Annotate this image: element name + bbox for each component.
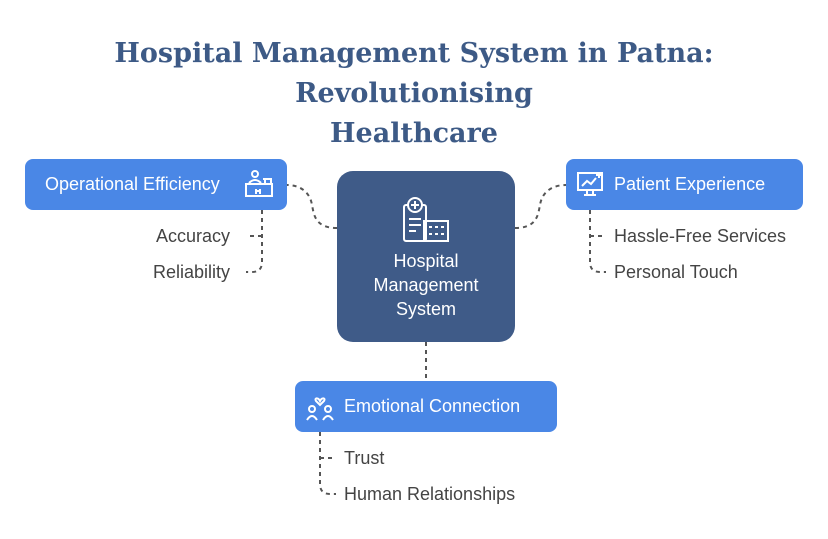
leaf-reliability: Reliability bbox=[153, 262, 231, 282]
central-label-line-1: Hospital bbox=[393, 251, 459, 271]
central-node-label: Hospital Management System bbox=[337, 249, 515, 321]
connector-center-operational bbox=[286, 184, 338, 229]
branch-operational-label: Operational Efficiency bbox=[45, 174, 220, 194]
central-node: Hospital Management System bbox=[337, 171, 515, 342]
leaf-accuracy: Accuracy bbox=[156, 226, 231, 246]
monitor-chart-icon bbox=[576, 170, 606, 203]
title-line-1: Hospital Management System in Patna: Rev… bbox=[114, 38, 714, 109]
central-label-line-3: System bbox=[395, 299, 456, 319]
people-heart-icon bbox=[305, 392, 335, 427]
leaf-hassle-free-services: Hassle-Free Services bbox=[614, 226, 787, 246]
leaf-trust: Trust bbox=[344, 448, 385, 468]
workstation-icon bbox=[243, 169, 275, 204]
diagram-title: Hospital Management System in Patna: Rev… bbox=[0, 34, 828, 154]
branch-operational-efficiency: Operational Efficiency bbox=[25, 159, 287, 210]
branch-emotional-connection: Emotional Connection bbox=[295, 381, 557, 432]
branch-patient-label: Patient Experience bbox=[614, 174, 766, 194]
connector-center-patient bbox=[514, 184, 567, 229]
connector-emotional-leaves bbox=[319, 432, 336, 495]
leaf-personal-touch: Personal Touch bbox=[614, 262, 738, 282]
connector-patient-leaves bbox=[589, 210, 606, 273]
connector-operational-leaves bbox=[246, 210, 263, 273]
title-line-2: Healthcare bbox=[330, 118, 498, 149]
leaf-human-relationships: Human Relationships bbox=[344, 484, 516, 504]
branch-patient-experience: Patient Experience bbox=[566, 159, 803, 210]
branch-emotional-label: Emotional Connection bbox=[344, 396, 521, 416]
central-label-line-2: Management bbox=[373, 275, 479, 295]
hospital-building-icon bbox=[400, 195, 452, 250]
